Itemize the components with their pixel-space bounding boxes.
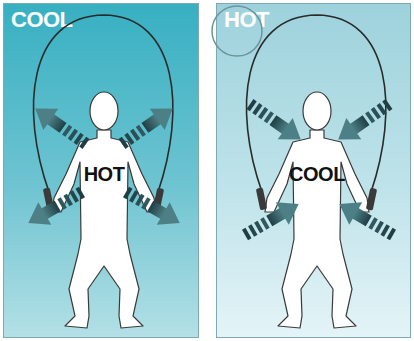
body-temperature-label: COOL <box>289 164 345 184</box>
body-outline <box>52 130 156 328</box>
environment-panel: HOT COOL <box>216 3 411 338</box>
head-outline <box>90 92 118 130</box>
heat-arrow-out <box>22 98 186 234</box>
person-silhouette <box>24 88 184 338</box>
temperature-label: HOT <box>224 9 269 31</box>
body-outline <box>265 130 369 328</box>
person-figure: COOL <box>237 88 397 338</box>
head-outline <box>303 92 331 130</box>
jump-rope <box>33 15 172 211</box>
environment-panel: COOL HOT <box>3 3 199 338</box>
person-figure: HOT <box>24 88 184 338</box>
temperature-label: COOL <box>11 9 73 31</box>
highlight-circle <box>212 6 262 56</box>
jump-rope <box>246 15 385 211</box>
person-silhouette <box>237 88 397 338</box>
heat-arrow-in <box>239 93 400 246</box>
body-temperature-label: HOT <box>84 164 125 184</box>
